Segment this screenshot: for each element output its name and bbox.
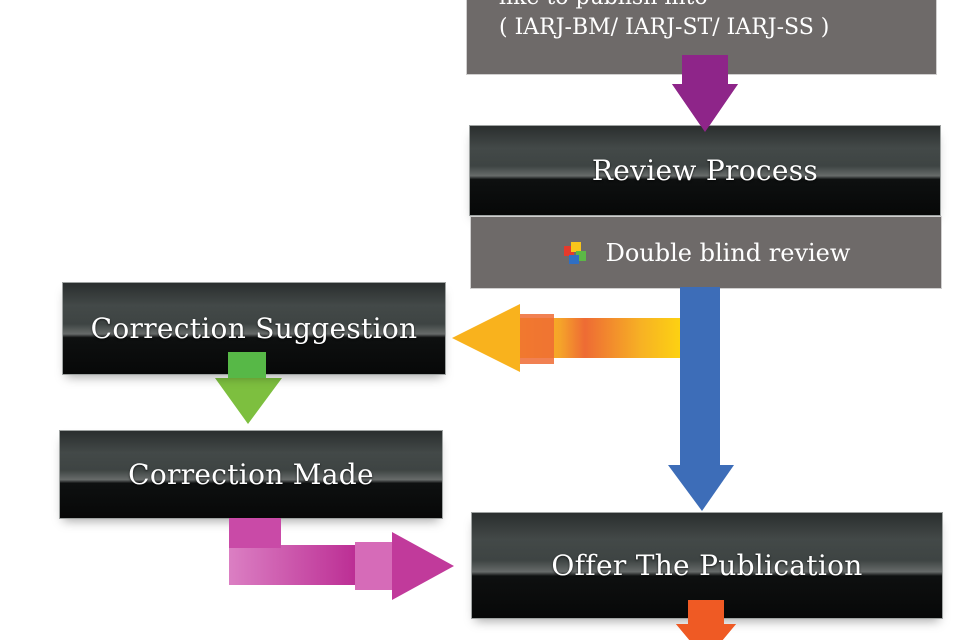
review-process-label: Review Process <box>591 154 819 187</box>
offer-publication-label: Offer The Publication <box>551 549 863 582</box>
colored-cubes-icon <box>563 241 586 264</box>
correction-suggestion-box: Correction Suggestion <box>62 282 446 375</box>
correction-made-box: Correction Made <box>59 430 443 519</box>
journal-selection-box: like to publish into ( IARJ-BM/ IARJ-ST/… <box>466 0 937 75</box>
correction-made-label: Correction Made <box>128 458 374 491</box>
correction-suggestion-label: Correction Suggestion <box>90 312 418 345</box>
double-blind-review-box: Double blind review <box>470 216 942 289</box>
review-process-box: Review Process <box>469 125 941 216</box>
arrow-review-to-correction-suggestion <box>452 304 682 372</box>
journal-selection-line2: ( IARJ-BM/ IARJ-ST/ IARJ-SS ) <box>499 15 830 40</box>
offer-publication-box: Offer The Publication <box>471 512 943 619</box>
double-blind-review-label: Double blind review <box>605 238 851 267</box>
journal-selection-line1: like to publish into <box>499 0 708 10</box>
arrow-made-to-offer <box>229 518 454 600</box>
